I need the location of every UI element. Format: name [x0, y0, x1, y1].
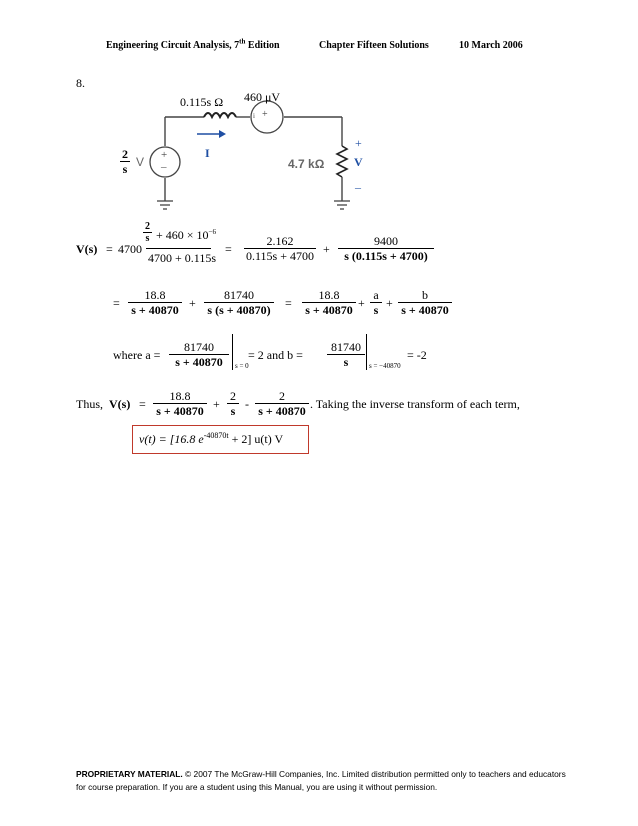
eq1-main-denominator: 4700 + 0.115s	[148, 251, 216, 265]
eq2-plus-3: +	[386, 296, 393, 310]
current-source-inner-label: i	[253, 112, 255, 120]
output-plus: +	[355, 136, 362, 150]
eq2-plus: +	[189, 296, 196, 310]
current-source-label: 460 μV	[244, 90, 281, 104]
current-source	[250, 100, 284, 134]
eq2-equals-2: =	[285, 296, 292, 310]
eq1-equals: =	[106, 242, 113, 256]
eq3-b-result: = -2	[407, 348, 427, 362]
header-chapter: Chapter Fifteen Solutions	[319, 40, 429, 51]
eq1-inner-rest: + 460 × 10−6	[156, 228, 216, 242]
eq1-main-bar	[146, 248, 211, 249]
voltage-source-minus: –	[161, 161, 167, 173]
problem-number: 8.	[76, 76, 85, 90]
eq2-plus-2: +	[358, 296, 365, 310]
eq4-tail: . Taking the inverse transform of each t…	[310, 397, 520, 411]
eq3-a-eval-point: s = 0	[235, 362, 249, 370]
eq4-minus: -	[245, 397, 249, 411]
current-label: I	[205, 146, 210, 160]
eq4-lead: Thus,	[76, 397, 103, 411]
eq3-where-a: where a =	[113, 348, 161, 362]
eq3-b-eval-bar	[366, 334, 367, 370]
voltage-source-plus: +	[161, 149, 168, 161]
eq3-a-result: = 2 and b =	[248, 348, 303, 362]
current-arrow	[197, 130, 226, 138]
ground-left	[157, 200, 173, 210]
current-source-plus: +	[262, 109, 268, 120]
eq1-lhs: V(s)	[76, 242, 98, 256]
eq2-equals: =	[113, 296, 120, 310]
final-answer-box	[132, 425, 309, 454]
eq1-coefficient: 4700	[118, 242, 142, 256]
voltage-source	[149, 146, 181, 178]
eq3-a-eval-bar	[232, 334, 233, 370]
header-date: 10 March 2006	[459, 40, 523, 51]
output-voltage-label: V	[354, 155, 363, 169]
eq1-plus: +	[323, 242, 330, 256]
eq4-plus: +	[213, 397, 220, 411]
output-minus: –	[355, 180, 361, 194]
inductor-label: 0.115s Ω	[180, 95, 224, 109]
ground-right	[334, 200, 350, 210]
eq4-equals: =	[139, 397, 146, 411]
circuit-diagram	[149, 100, 350, 210]
final-answer: v(t) = [16.8 e-40870t + 2] u(t) V	[139, 431, 284, 447]
eq4-lhs: V(s)	[109, 397, 131, 411]
footer-copyright: PROPRIETARY MATERIAL. © 2007 The McGraw-…	[76, 769, 566, 792]
resistor-label: 4.7 kΩ	[288, 157, 325, 171]
header-book-title: Engineering Circuit Analysis, 7th Editio…	[106, 37, 280, 51]
eq1-equals-2: =	[225, 242, 232, 256]
eq3-b-eval-point: s = −40870	[369, 362, 401, 370]
voltage-source-unit: V	[136, 155, 145, 169]
